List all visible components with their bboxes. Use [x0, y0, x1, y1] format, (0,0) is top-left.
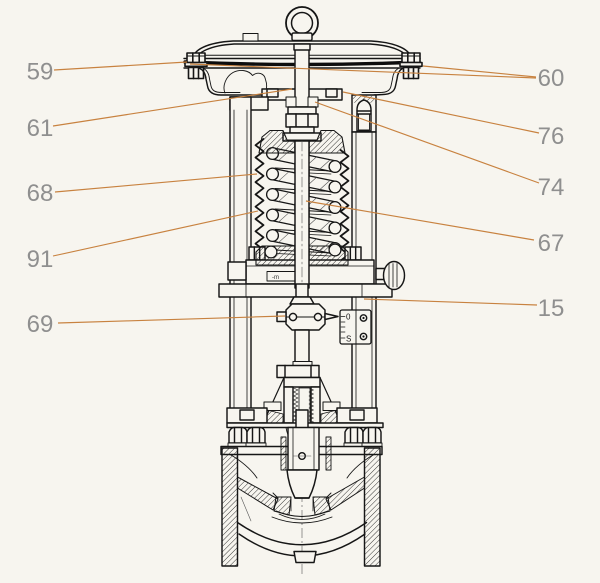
- svg-text:15: 15: [538, 295, 565, 322]
- svg-text:91: 91: [27, 246, 54, 273]
- svg-text:69: 69: [27, 311, 54, 338]
- svg-text:61: 61: [27, 115, 54, 142]
- svg-text:74: 74: [538, 174, 565, 201]
- svg-text:67: 67: [538, 230, 565, 257]
- svg-text:76: 76: [538, 123, 565, 150]
- svg-text:68: 68: [27, 180, 54, 207]
- svg-text:0: 0: [346, 313, 351, 322]
- svg-text:-m: -m: [272, 275, 279, 281]
- svg-text:60: 60: [538, 65, 565, 92]
- svg-text:59: 59: [27, 59, 54, 86]
- svg-text:S: S: [346, 335, 351, 344]
